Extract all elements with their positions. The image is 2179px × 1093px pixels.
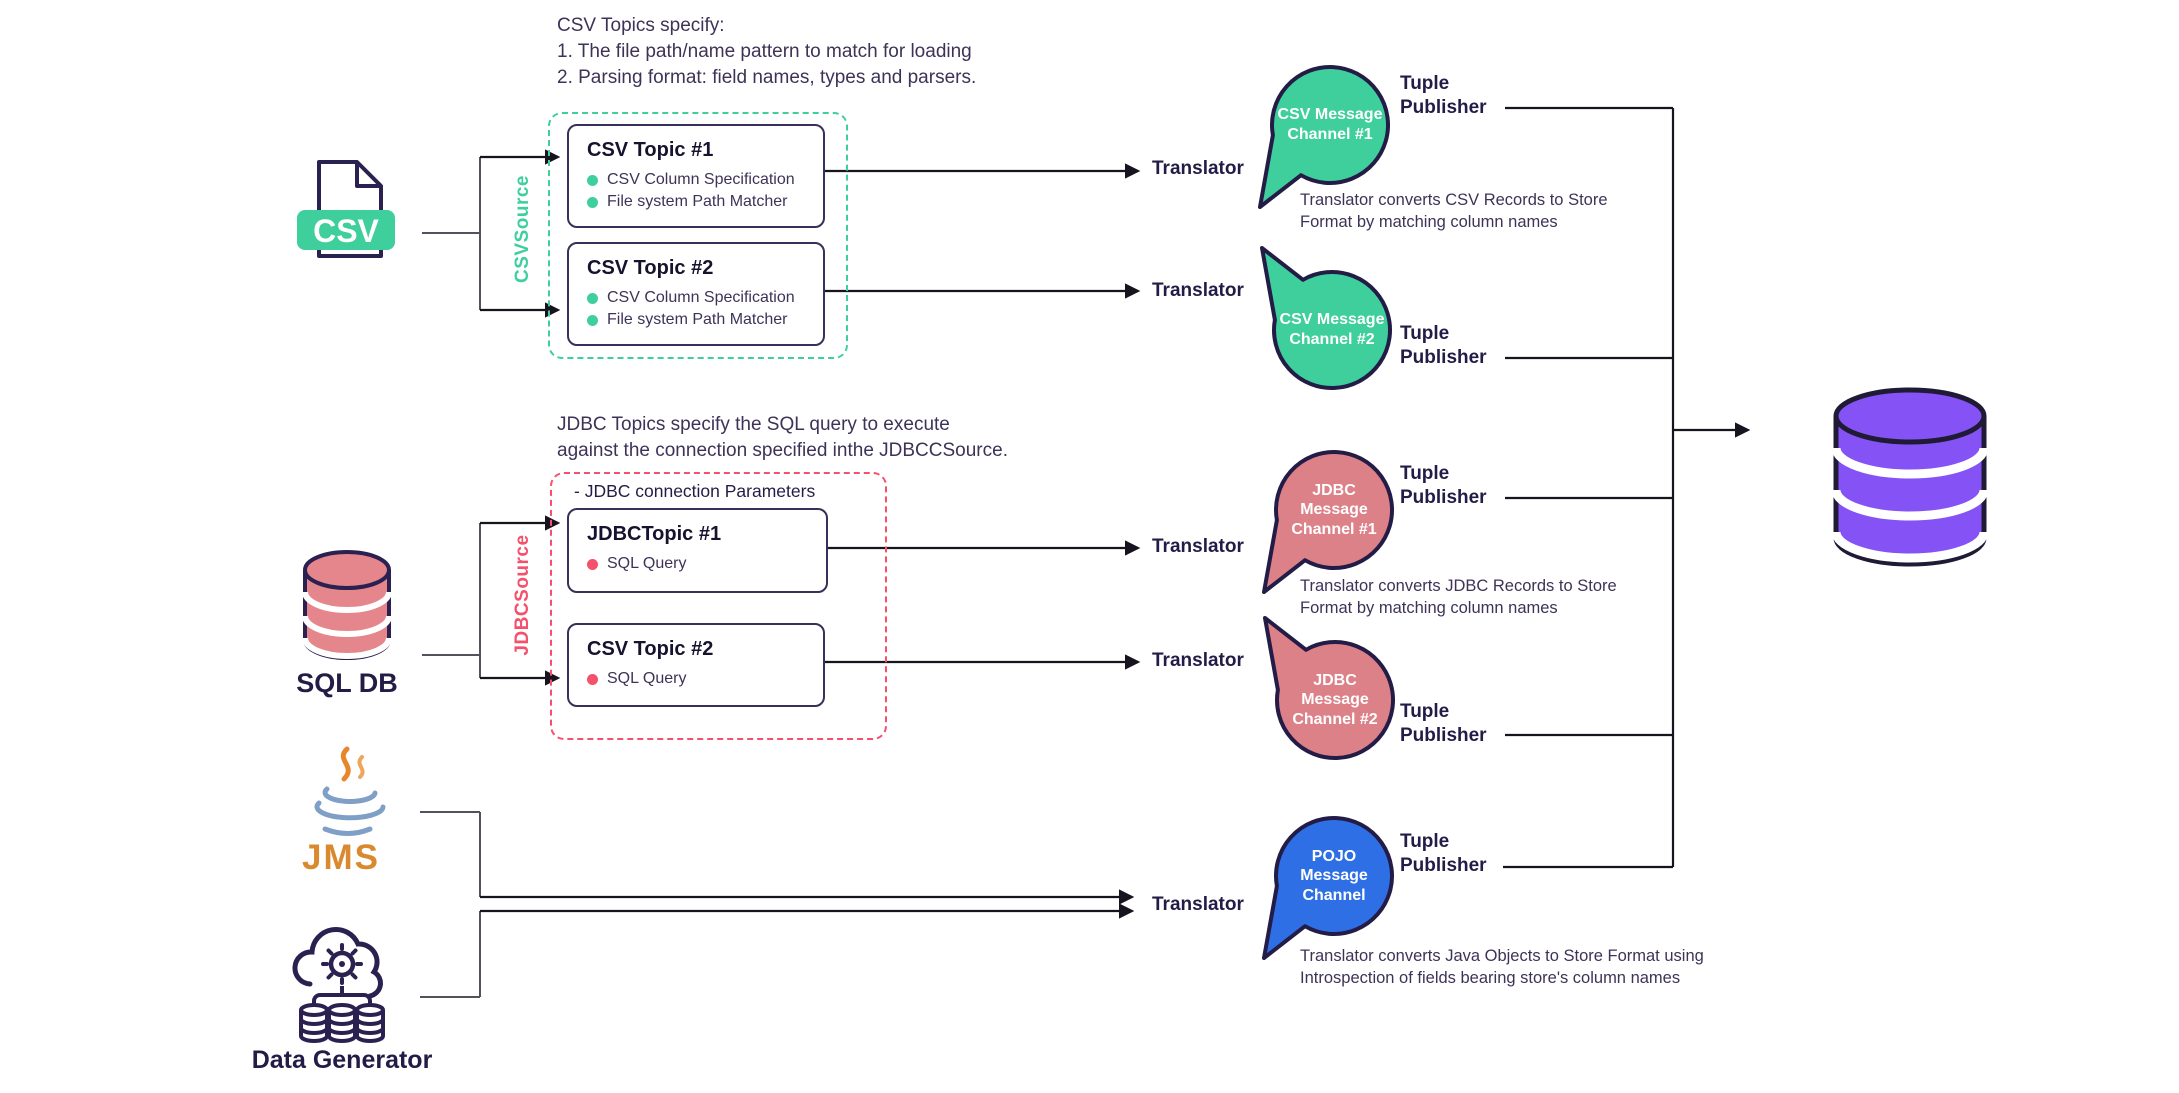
topic-bullet: SQL Query bbox=[587, 670, 805, 688]
bullet-label: File system Path Matcher bbox=[607, 193, 788, 210]
csv-message-channel-1-bubble bbox=[1258, 64, 1390, 209]
bullet-label: CSV Column Specification bbox=[607, 171, 795, 188]
jdbc-topic-2-box: CSV Topic #2 SQL Query bbox=[567, 623, 825, 707]
tuple-publisher-label: Tuple Publisher bbox=[1400, 73, 1487, 118]
annotation-line: JDBC Topics specify the SQL query to exe… bbox=[557, 414, 950, 435]
jdbc-message-channel-2-bubble bbox=[1263, 616, 1395, 761]
green-dot-icon bbox=[587, 292, 598, 304]
red-dot-icon bbox=[587, 673, 598, 685]
csv-topic-1-box: CSV Topic #1 CSV Column Specification Fi… bbox=[567, 124, 825, 228]
green-dot-icon bbox=[587, 196, 598, 208]
topic-title: CSV Topic #1 bbox=[587, 139, 714, 161]
topic-bullet: File system Path Matcher bbox=[587, 311, 805, 329]
topic-bullet: SQL Query bbox=[587, 555, 808, 573]
annotation-line: against the connection specified inthe J… bbox=[557, 439, 1008, 461]
jdbc-message-channel-1-bubble bbox=[1262, 449, 1394, 594]
red-dot-icon bbox=[587, 558, 598, 570]
jms-label: JMS bbox=[302, 838, 380, 877]
topic-bullet: File system Path Matcher bbox=[587, 193, 805, 211]
annotation-line: 2. Parsing format: field names, types an… bbox=[557, 66, 977, 88]
sql-db-icon bbox=[302, 550, 392, 660]
bullet-label: File system Path Matcher bbox=[607, 311, 788, 328]
csv-translator-note: Translator converts CSV Records to Store… bbox=[1300, 191, 1608, 231]
jdbc-topic-1-box: JDBCTopic #1 SQL Query bbox=[567, 508, 828, 593]
csv-topic-2-box: CSV Topic #2 CSV Column Specification Fi… bbox=[567, 242, 825, 346]
csv-badge-label: CSV bbox=[313, 213, 379, 249]
csv-source-group-label: CSVSource bbox=[512, 175, 533, 283]
bullet-label: SQL Query bbox=[607, 555, 687, 572]
jdbc-source-group bbox=[550, 472, 887, 740]
topic-title: CSV Topic #2 bbox=[587, 638, 714, 660]
translator-label-csv2: Translator bbox=[1152, 280, 1244, 301]
pojo-translator-note: Translator converts Java Objects to Stor… bbox=[1300, 947, 1704, 987]
jdbc-params-note: - JDBC connection Parameters bbox=[574, 481, 816, 501]
tuple-publisher-label: Tuple Publisher bbox=[1400, 463, 1487, 508]
java-jms-icon bbox=[314, 746, 386, 836]
tuple-publisher-label: Tuple Publisher bbox=[1400, 831, 1487, 876]
topic-title: CSV Topic #2 bbox=[587, 257, 714, 279]
sql-db-label: SQL DB bbox=[296, 668, 398, 698]
annotation-line: 1. The file path/name pattern to match f… bbox=[557, 40, 972, 62]
translator-label-jdbc1: Translator bbox=[1152, 536, 1244, 557]
annotation-line: CSV Topics specify: bbox=[557, 15, 725, 36]
translator-label-csv1: Translator bbox=[1152, 158, 1244, 179]
csv-message-channel-2-label: CSV Message Channel #2 bbox=[1279, 311, 1385, 348]
csv-file-icon: CSV bbox=[297, 160, 395, 258]
bracket-lines bbox=[420, 157, 481, 998]
csv-source-group bbox=[548, 112, 848, 359]
tuple-publisher-label: Tuple Publisher bbox=[1400, 701, 1487, 746]
bullet-label: SQL Query bbox=[607, 670, 687, 687]
topic-bullet: CSV Column Specification bbox=[587, 289, 805, 307]
pojo-message-channel-label: POJO Message Channel bbox=[1300, 847, 1368, 904]
jdbc-message-channel-1-label: JDBC Message Channel #1 bbox=[1291, 481, 1377, 538]
green-dot-icon bbox=[587, 314, 598, 326]
green-dot-icon bbox=[587, 174, 598, 186]
store-database-icon bbox=[1831, 387, 1989, 567]
data-generator-label: Data Generator bbox=[251, 1046, 433, 1074]
csv-message-channel-2-bubble bbox=[1260, 246, 1392, 391]
pojo-message-channel-bubble bbox=[1262, 815, 1394, 960]
jdbc-translator-note: Translator converts JDBC Records to Stor… bbox=[1300, 577, 1617, 617]
topic-bullet: CSV Column Specification bbox=[587, 171, 805, 189]
jdbc-message-channel-2-label: JDBC Message Channel #2 bbox=[1292, 671, 1378, 728]
csv-message-channel-1-label: CSV Message Channel #1 bbox=[1277, 106, 1383, 143]
csv-topics-annotation: CSV Topics specify: 1. The file path/nam… bbox=[557, 13, 976, 90]
jdbc-source-group-label: JDBCSource bbox=[512, 534, 533, 656]
topic-title: JDBCTopic #1 bbox=[587, 523, 722, 545]
translator-label-jdbc2: Translator bbox=[1152, 650, 1244, 671]
bullet-label: CSV Column Specification bbox=[607, 289, 795, 306]
tuple-publisher-label: Tuple Publisher bbox=[1400, 323, 1487, 368]
jdbc-topics-annotation: JDBC Topics specify the SQL query to exe… bbox=[557, 412, 1008, 464]
data-generator-icon bbox=[292, 926, 385, 1043]
translator-label-pojo: Translator bbox=[1152, 894, 1244, 915]
